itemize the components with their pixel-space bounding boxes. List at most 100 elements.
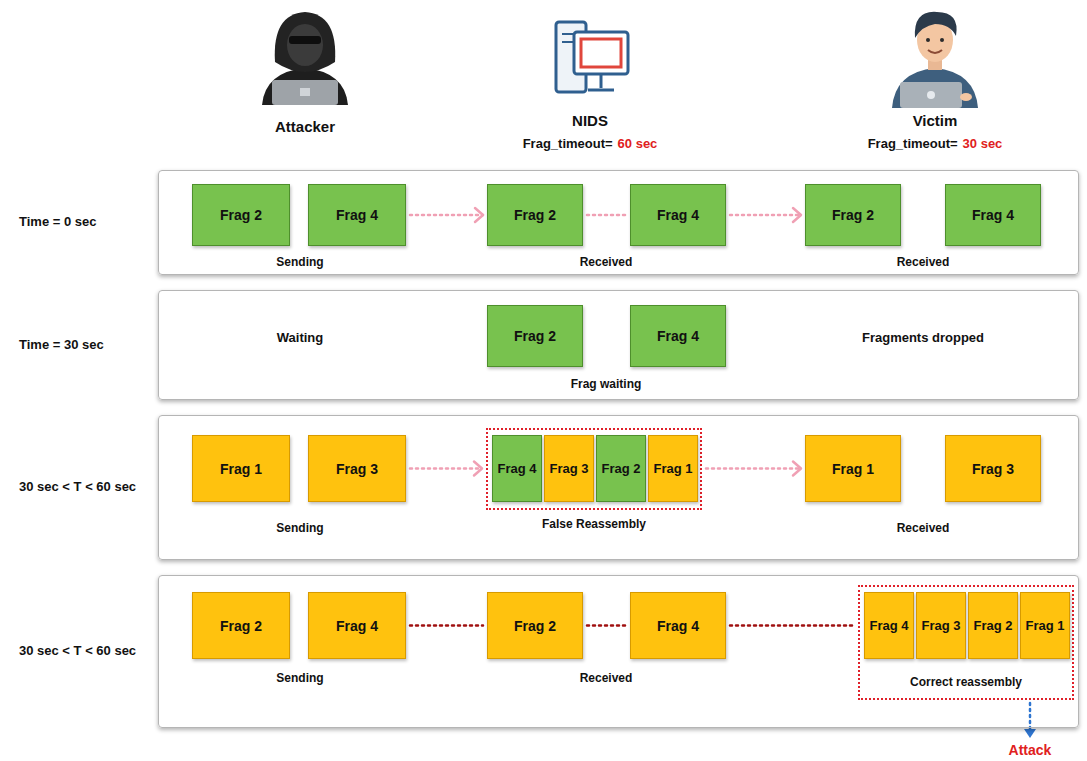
fragment-box: Frag 2	[487, 305, 583, 367]
fragment-box: Frag 1	[1020, 592, 1070, 659]
caption-text: Fragments dropped	[862, 330, 984, 345]
caption-text: Received	[580, 671, 633, 685]
fragment-label: Frag 4	[972, 207, 1014, 223]
caption-text: 30 sec	[963, 136, 1003, 151]
caption-text: Frag_timeout=	[868, 136, 958, 151]
fragment-box: Frag 2	[805, 184, 901, 246]
caption-line: Fragments dropped	[862, 328, 984, 346]
fragment-box: Frag 4	[492, 435, 542, 502]
fragment-box: Frag 4	[630, 592, 726, 659]
group-caption-holder: Correct reassembly	[840, 672, 1087, 690]
fragment-box: Frag 2	[968, 592, 1018, 659]
group-caption-holder: False Reassembly	[468, 514, 720, 532]
row-label: 30 sec < T < 60 sec	[19, 643, 136, 659]
fragment-flow	[587, 625, 626, 626]
caption-text: 60 sec	[618, 136, 658, 151]
caption-line: Attack	[1009, 741, 1052, 759]
fragment-flow	[410, 462, 482, 476]
caption-text: Received	[897, 521, 950, 535]
fragment-label: Frag 2	[973, 618, 1012, 633]
caption-line: Sending	[276, 668, 323, 686]
attack-pointer	[1024, 703, 1036, 738]
reassembly-group: Correct reassemblyFrag 4Frag 3Frag 2Frag…	[858, 585, 1074, 700]
time-panel: 30 sec < T < 60 secFrag 1Frag 3False Rea…	[158, 415, 1079, 560]
fragment-box: Frag 2	[487, 184, 583, 246]
fragment-flow	[587, 215, 626, 216]
caption-text: Frag_timeout=	[523, 136, 613, 151]
fragment-flow	[410, 208, 483, 222]
caption-line: Attacker	[275, 118, 335, 136]
caption-line: Received	[580, 668, 633, 686]
fragment-label: Frag 2	[514, 618, 556, 634]
caption-text: Sending	[276, 255, 323, 269]
fragment-label: Frag 3	[972, 461, 1014, 477]
caption-text: Sending	[276, 671, 323, 685]
fragment-box: Frag 3	[945, 435, 1041, 502]
caption-text: Attacker	[275, 118, 335, 135]
fragment-box: Frag 2	[192, 184, 290, 246]
fragment-label: Frag 2	[832, 207, 874, 223]
fragment-box: Frag 3	[544, 435, 594, 502]
fragment-box: Frag 4	[630, 184, 726, 246]
fragment-label: Frag 1	[653, 461, 692, 476]
caption-text: Sending	[276, 521, 323, 535]
fragment-label: Frag 4	[657, 618, 699, 634]
fragment-flow	[706, 462, 801, 476]
row-label: Time = 30 sec	[19, 337, 104, 353]
caption-text: Received	[580, 255, 633, 269]
fragment-label: Frag 2	[514, 328, 556, 344]
fragment-label: Frag 1	[832, 461, 874, 477]
fragment-label: Frag 4	[869, 618, 908, 633]
fragment-box: Frag 4	[945, 184, 1041, 246]
caption-line: Received	[897, 518, 950, 536]
row-label-holder: Time = 30 sec	[19, 291, 145, 399]
fragment-box: Frag 3	[308, 435, 406, 502]
caption-line: NIDS	[572, 112, 608, 130]
fragment-label: Frag 4	[657, 207, 699, 223]
fragment-box: Frag 1	[192, 435, 290, 502]
fragment-label: Frag 2	[220, 618, 262, 634]
fragment-box: Frag 3	[916, 592, 966, 659]
row-label-holder: 30 sec < T < 60 sec	[19, 576, 145, 727]
fragment-label: Frag 4	[336, 618, 378, 634]
caption-line: Frag waiting	[571, 374, 642, 392]
fragment-box: Frag 4	[864, 592, 914, 659]
attacker-icon	[262, 12, 348, 105]
row-label-holder: Time = 0 sec	[19, 171, 145, 274]
caption-text: Received	[897, 255, 950, 269]
fragment-box: Frag 2	[596, 435, 646, 502]
caption-line: Waiting	[277, 328, 323, 346]
caption-text: NIDS	[572, 112, 608, 129]
fragment-label: Frag 4	[497, 461, 536, 476]
fragment-label: Frag 3	[336, 461, 378, 477]
caption-text: Attack	[1009, 742, 1052, 758]
time-panel: 30 sec < T < 60 secFrag 2Frag 4Frag 2Fra…	[158, 575, 1079, 728]
fragment-flow	[730, 208, 801, 222]
fragment-label: Frag 2	[601, 461, 640, 476]
row-label-holder: 30 sec < T < 60 sec	[19, 416, 145, 559]
row-label: Time = 0 sec	[19, 214, 96, 230]
fragment-box: Frag 4	[630, 305, 726, 367]
fragment-box: Frag 2	[487, 592, 583, 659]
victim-icon	[892, 12, 978, 108]
fragment-label: Frag 1	[1025, 618, 1064, 633]
caption-text: Frag waiting	[571, 377, 642, 391]
fragment-label: Frag 1	[220, 461, 262, 477]
caption-text: Victim	[913, 112, 958, 129]
fragment-box: Frag 4	[308, 184, 406, 246]
fragment-label: Frag 2	[514, 207, 556, 223]
caption-line: Frag_timeout= 30 sec	[868, 134, 1003, 152]
fragment-label: Frag 3	[549, 461, 588, 476]
caption-line: Sending	[276, 518, 323, 536]
group-caption: False Reassembly	[542, 517, 646, 531]
fragment-label: Frag 2	[220, 207, 262, 223]
reassembly-group: False ReassemblyFrag 4Frag 3Frag 2Frag 1	[486, 428, 702, 510]
fragment-label: Frag 4	[336, 207, 378, 223]
fragment-box: Frag 1	[805, 435, 901, 502]
fragment-box: Frag 4	[308, 592, 406, 659]
fragment-flow	[410, 625, 483, 626]
caption-line: Sending	[276, 252, 323, 270]
row-label: 30 sec < T < 60 sec	[19, 479, 136, 495]
fragment-label: Frag 4	[657, 328, 699, 344]
